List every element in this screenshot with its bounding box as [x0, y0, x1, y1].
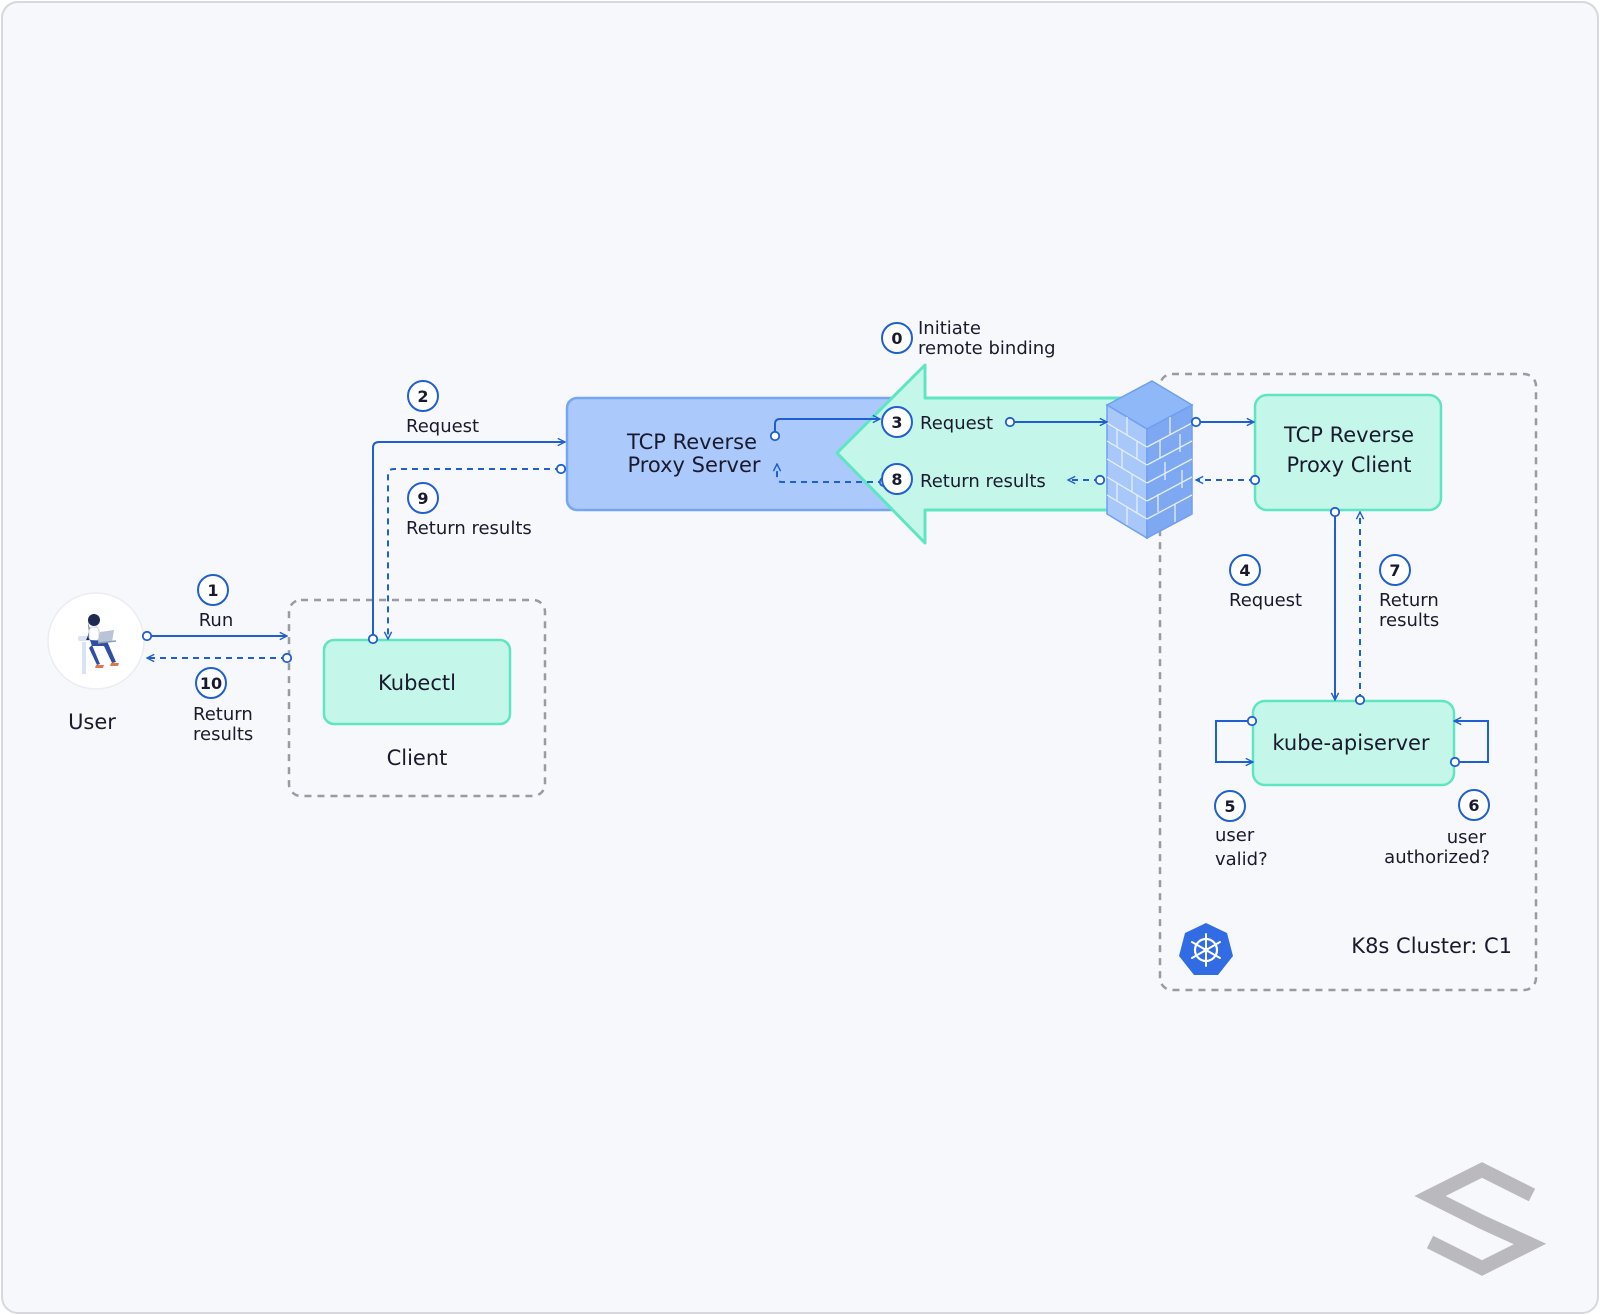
client-group-label: Client: [387, 746, 448, 770]
step-1-badge: 1: [207, 581, 218, 600]
loop-user-valid: [1215, 720, 1253, 762]
step-8-label: Return results: [920, 471, 1046, 492]
loop-user-authorized: [1454, 721, 1489, 763]
step-8-badge: 8: [891, 470, 902, 489]
step-9-badge: 9: [417, 489, 428, 508]
step-1-label: Run: [199, 610, 234, 631]
user-avatar[interactable]: [47, 592, 145, 690]
step-6-badge: 6: [1468, 796, 1479, 815]
step-6-label-2: authorized?: [1384, 847, 1490, 868]
cluster-group-label: K8s Cluster: C1: [1351, 934, 1512, 958]
apiserver-label: kube-apiserver: [1272, 731, 1430, 755]
edge-tunnel-to-server: [777, 464, 884, 483]
kubernetes-helm-icon: [1179, 923, 1233, 975]
user-label: User: [68, 710, 116, 734]
step-2-label: Request: [406, 416, 479, 437]
step-7-label-1: Return: [1379, 590, 1439, 611]
step-3-label: Request: [920, 413, 993, 434]
edge-request-to-proxy-server: [372, 442, 565, 639]
step-5-label-2: valid?: [1215, 849, 1268, 870]
step-9-label: Return results: [406, 518, 532, 539]
brand-logo-icon: [1414, 1162, 1547, 1276]
proxy-server-label-1: TCP Reverse: [626, 430, 757, 454]
step-5-badge: 5: [1224, 797, 1235, 816]
apiserver-box[interactable]: [1251, 699, 1456, 787]
step-2-badge: 2: [417, 387, 428, 406]
remote-binding-arrow: [835, 363, 1137, 545]
step-7-label-2: results: [1379, 610, 1439, 631]
edge-server-to-tunnel: [774, 419, 880, 436]
step-0-label-2: remote binding: [918, 338, 1056, 359]
firewall-icon: [1105, 380, 1194, 540]
step-10-label-1: Return: [193, 704, 253, 725]
edge-return-to-kubectl: [388, 468, 561, 639]
proxy-server-label-2: Proxy Server: [627, 453, 760, 477]
step-0-label-1: Initiate: [918, 318, 981, 339]
step-4-label: Request: [1229, 590, 1302, 611]
step-7-badge: 7: [1389, 561, 1400, 580]
proxy-client-label-1: TCP Reverse: [1283, 423, 1414, 447]
proxy-client-label-2: Proxy Client: [1287, 453, 1412, 477]
step-4-badge: 4: [1239, 561, 1250, 580]
step-5-label-1: user: [1215, 825, 1255, 846]
step-3-badge: 3: [891, 413, 902, 432]
step-6-label-1: user: [1447, 827, 1487, 848]
cluster-group: [1158, 372, 1538, 992]
proxy-client-box[interactable]: [1253, 393, 1443, 512]
person-at-laptop-icon: [78, 614, 119, 674]
kubectl-label: Kubectl: [378, 671, 456, 695]
step-10-badge: 10: [200, 674, 222, 693]
step-10-label-2: results: [193, 724, 253, 745]
kubectl-box[interactable]: [322, 638, 512, 726]
step-0-badge: 0: [891, 329, 902, 348]
